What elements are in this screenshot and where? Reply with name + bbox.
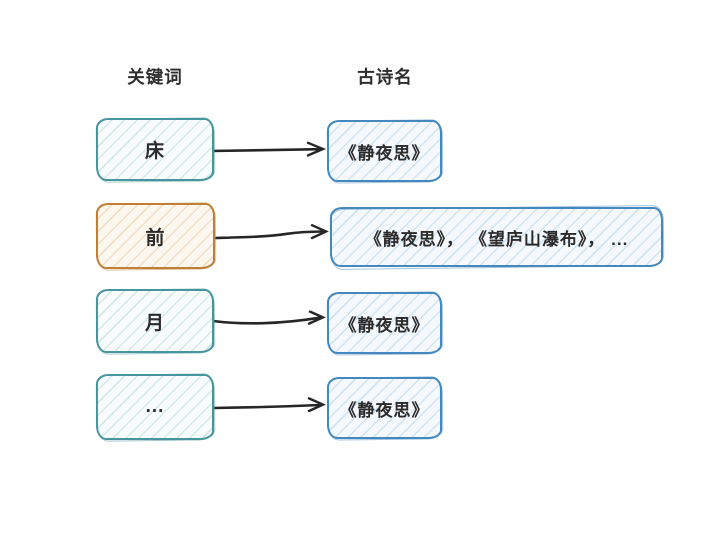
keyword-node-row2-highlighted: 前 <box>96 203 215 269</box>
poem-label-row2: 《静夜思》， 《望庐山瀑布》， ... <box>364 229 629 249</box>
keyword-node-row3: 月 <box>96 289 214 353</box>
poem-node-row3: 《静夜思》 <box>327 292 442 354</box>
poem-node-row2: 《静夜思》， 《望庐山瀑布》， ... <box>330 207 663 267</box>
keyword-label-row1: 床 <box>144 141 165 162</box>
arrow-icon-row2 <box>214 224 329 240</box>
keyword-label-row2: 前 <box>145 227 166 249</box>
poem-node-row1: 《静夜思》 <box>327 120 442 182</box>
column-header-poems: 古诗名 <box>357 67 413 87</box>
arrow-icon-row3 <box>211 310 326 325</box>
keyword-node-row1: 床 <box>96 118 214 181</box>
column-header-keywords: 关键词 <box>127 67 183 87</box>
poem-label-row1: 《静夜思》 <box>339 143 430 163</box>
keyword-node-row4: ... <box>96 374 214 440</box>
keyword-label-row4: ... <box>145 396 165 417</box>
poem-label-row4: 《静夜思》 <box>339 400 430 420</box>
poem-node-row4: 《静夜思》 <box>327 377 442 439</box>
arrow-icon-row1 <box>209 141 327 157</box>
arrow-icon-row4 <box>212 397 326 413</box>
keyword-label-row3: 月 <box>144 312 165 334</box>
poem-label-row3: 《静夜思》 <box>339 315 430 335</box>
